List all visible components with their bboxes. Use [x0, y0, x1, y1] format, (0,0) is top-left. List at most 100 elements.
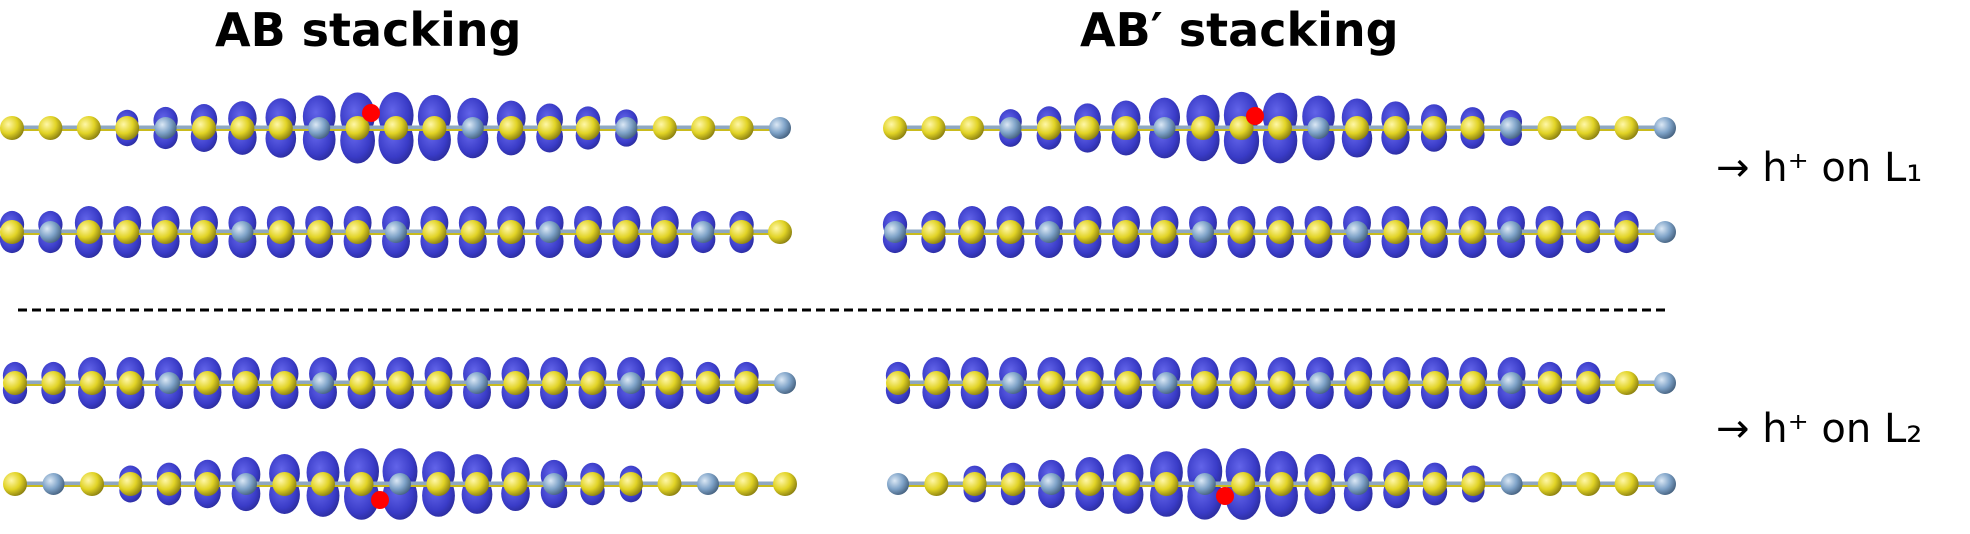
sulfur-atom — [696, 371, 720, 395]
layer-row-5 — [2, 356, 796, 410]
sulfur-atom — [1077, 472, 1102, 496]
sulfur-atom — [924, 472, 949, 496]
sulfur-atom — [883, 116, 907, 140]
label-hole-on-l2: → h⁺ on L₂ — [1716, 406, 1923, 452]
metal-atom — [1346, 221, 1368, 243]
sulfur-atom — [1537, 472, 1562, 496]
metal-atom — [1654, 372, 1676, 394]
sulfur-atom — [195, 472, 220, 496]
metal-atom — [1307, 117, 1330, 139]
sulfur-atom — [0, 116, 24, 140]
sulfur-atom — [1345, 116, 1369, 140]
sulfur-atom — [1576, 472, 1601, 496]
metal-atom — [1192, 221, 1214, 243]
sulfur-atom — [1614, 116, 1639, 140]
layer-row-4 — [882, 205, 1676, 259]
sulfur-atom — [41, 371, 66, 395]
metal-atom — [154, 117, 177, 139]
sulfur-atom — [1075, 116, 1100, 140]
sulfur-atom — [1116, 371, 1141, 395]
sulfur-atom — [1422, 371, 1447, 395]
metal-atom — [158, 372, 180, 394]
sulfur-atom — [1001, 472, 1026, 496]
sulfur-atom — [1537, 220, 1562, 244]
sulfur-atom — [1384, 371, 1409, 395]
metal-atom — [620, 372, 642, 394]
sulfur-atom — [691, 116, 716, 140]
sulfur-atom — [80, 472, 104, 496]
sulfur-atom — [311, 472, 335, 496]
sulfur-atom — [153, 220, 178, 244]
sulfur-atom — [768, 220, 792, 244]
sulfur-atom — [1154, 472, 1179, 496]
sulfur-atom — [576, 116, 600, 140]
sulfur-atom — [1191, 116, 1215, 140]
sulfur-atom — [1383, 220, 1408, 244]
sulfur-atom — [1537, 371, 1562, 395]
sulfur-atom — [960, 220, 984, 244]
sulfur-atom — [118, 371, 143, 395]
sulfur-atom — [921, 116, 946, 140]
metal-atom — [1500, 117, 1522, 139]
sulfur-atom — [345, 116, 370, 140]
metal-atom — [466, 372, 488, 394]
metal-atom — [42, 473, 65, 495]
sulfur-atom — [3, 371, 27, 395]
sulfur-atom — [1306, 220, 1331, 244]
sulfur-atom — [773, 472, 797, 496]
metal-atom — [769, 117, 791, 139]
sulfur-atom — [1461, 371, 1486, 395]
layer-row-7 — [885, 356, 1676, 410]
sulfur-atom — [38, 116, 63, 140]
metal-atom — [1308, 372, 1331, 394]
layer-row-3 — [883, 91, 1676, 165]
sulfur-atom — [192, 116, 216, 140]
title-abprime-stacking: AB′ stacking — [1080, 3, 1399, 57]
sulfur-atom — [272, 472, 297, 496]
sulfur-atom — [1114, 220, 1138, 244]
metal-atom — [231, 221, 254, 243]
sulfur-atom — [1422, 116, 1446, 140]
layer-row-1 — [0, 92, 791, 164]
sulfur-atom — [157, 472, 181, 496]
sulfur-atom — [1383, 116, 1408, 140]
sulfur-atom — [962, 472, 987, 496]
sulfur-atom — [1231, 472, 1256, 496]
metal-atom — [385, 221, 407, 243]
sulfur-atom — [652, 116, 677, 140]
sulfur-atom — [886, 371, 910, 395]
sulfur-atom — [307, 220, 332, 244]
sulfur-atom — [1229, 116, 1254, 140]
metal-atom — [312, 372, 334, 394]
title-ab-stacking: AB stacking — [215, 3, 522, 57]
sulfur-atom — [734, 371, 759, 395]
sulfur-atom — [734, 472, 759, 496]
sulfur-atom — [1384, 472, 1409, 496]
sulfur-atom — [657, 371, 682, 395]
sulfur-atom — [580, 371, 605, 395]
metal-atom — [692, 221, 715, 243]
sulfur-atom — [619, 472, 643, 496]
metal-atom — [235, 473, 257, 495]
sulfur-atom — [272, 371, 297, 395]
sulfur-atom — [234, 371, 258, 395]
metal-atom — [1002, 372, 1025, 394]
sulfur-atom — [230, 116, 255, 140]
metal-atom — [1654, 117, 1676, 139]
sulfur-atom — [1460, 116, 1485, 140]
sulfur-atom — [1114, 116, 1138, 140]
sulfur-atom — [1192, 371, 1217, 395]
metal-atom — [1038, 221, 1060, 243]
sulfur-atom — [960, 116, 984, 140]
metal-atom — [1500, 372, 1523, 394]
metal-atom — [1500, 221, 1522, 243]
sulfur-atom — [1039, 371, 1064, 395]
sulfur-atom — [426, 371, 451, 395]
sulfur-atom — [192, 220, 216, 244]
metal-atom — [887, 473, 909, 495]
metal-atom — [1500, 473, 1523, 495]
sulfur-atom — [503, 472, 528, 496]
sulfur-atom — [1422, 472, 1447, 496]
sulfur-atom — [76, 116, 101, 140]
